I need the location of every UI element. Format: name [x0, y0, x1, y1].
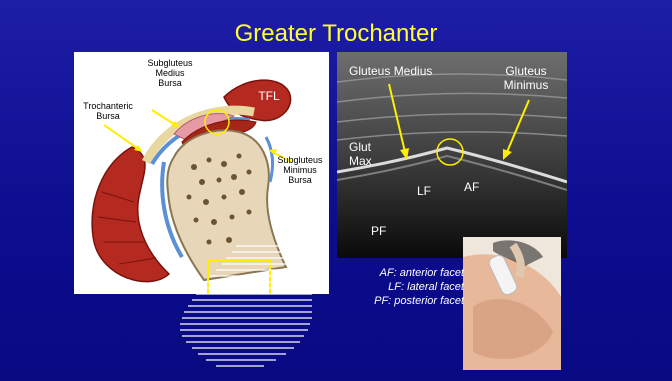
lateral-facet-label: LF	[417, 184, 431, 198]
label-line: Bursa	[138, 78, 202, 88]
gluteus-medius-label: Gluteus Medius	[349, 64, 432, 78]
scan-stripes-graphic	[176, 244, 316, 374]
subgluteus-medius-bursa-label: Subgluteus Medius Bursa	[138, 58, 202, 88]
posterior-facet-label: PF	[371, 224, 386, 238]
label-line: Gluteus	[497, 64, 555, 78]
slide-title: Greater Trochanter	[0, 20, 672, 48]
label-line: Max	[349, 154, 372, 168]
patient-probe-photo	[463, 237, 561, 370]
gluteus-minimus-label: Gluteus Minimus	[497, 64, 555, 92]
ultrasound-image: Gluteus Medius Gluteus Minimus Glut Max …	[337, 52, 567, 258]
label-line: Bursa	[270, 175, 330, 185]
abbreviation-legend: AF: anterior facet LF: lateral facet PF:…	[338, 266, 464, 308]
trochanteric-bursa-label: Trochanteric Bursa	[78, 101, 138, 121]
label-line: Subgluteus	[270, 155, 330, 165]
label-line: Minimus	[270, 165, 330, 175]
legend-item: PF: posterior facet	[338, 294, 464, 308]
legend-item: LF: lateral facet	[338, 280, 464, 294]
photo-graphic	[463, 237, 561, 370]
label-line: Bursa	[78, 111, 138, 121]
tfl-label: TFL	[254, 89, 284, 103]
label-line: Medius	[138, 68, 202, 78]
anterior-facet-label: AF	[464, 180, 479, 194]
legend-item: AF: anterior facet	[338, 266, 464, 280]
probe-scan-overlay	[176, 244, 316, 374]
subgluteus-minimus-bursa-label: Subgluteus Minimus Bursa	[270, 155, 330, 185]
label-line: Trochanteric	[78, 101, 138, 111]
label-line: Subgluteus	[138, 58, 202, 68]
label-line: Glut	[349, 140, 372, 154]
label-line: Minimus	[497, 78, 555, 92]
glut-max-label: Glut Max	[349, 140, 372, 168]
